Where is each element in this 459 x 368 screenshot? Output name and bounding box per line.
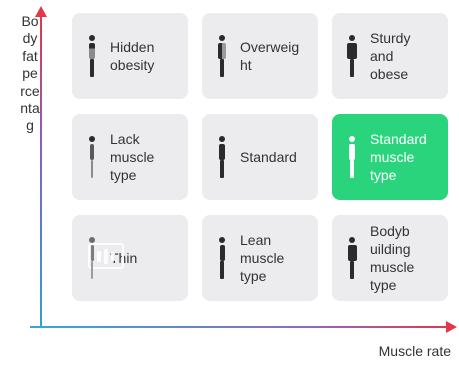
body-type-label: Sturdy and obese [370,30,411,82]
body-type-lack-muscle[interactable]: Lack muscle type [72,114,188,200]
human-figure-icon [216,35,228,77]
human-figure-icon [86,35,98,77]
watermark-icon [88,243,124,269]
y-axis-label: Body fat percentag [20,13,40,134]
body-type-sturdy-and-obese[interactable]: Sturdy and obese [332,13,448,99]
body-type-thin[interactable]: Thin [72,215,188,301]
body-type-label: Lack muscle type [110,131,155,183]
body-type-standard-muscle[interactable]: Standard muscle type [332,114,448,200]
body-type-label: Bodyb uilding muscle type [370,223,415,293]
body-type-label: Overweig ht [240,39,300,73]
human-figure-icon [216,237,228,279]
human-figure-icon [346,136,358,178]
x-axis-arrow-icon [446,321,457,333]
body-type-standard[interactable]: Standard [202,114,318,200]
body-type-grid: Hidden obesity Overweig ht Sturdy and ob… [72,13,448,301]
y-axis-arrow-icon [35,6,47,17]
body-type-hidden-obesity[interactable]: Hidden obesity [72,13,188,99]
human-figure-icon [86,237,98,279]
y-axis [40,14,42,328]
body-type-label: Lean muscle type [240,232,285,284]
human-figure-icon [346,237,358,279]
body-type-lean-muscle[interactable]: Lean muscle type [202,215,318,301]
body-type-label: Standard muscle type [370,131,427,183]
human-figure-icon [346,35,358,77]
body-type-bodybuilding-muscle[interactable]: Bodyb uilding muscle type [332,215,448,301]
x-axis [30,326,448,328]
body-type-label: Hidden obesity [110,39,155,73]
body-type-label: Standard [240,149,297,165]
body-type-overweight[interactable]: Overweig ht [202,13,318,99]
human-figure-icon [216,136,228,178]
human-figure-icon [86,136,98,178]
x-axis-label: Muscle rate [378,343,451,359]
